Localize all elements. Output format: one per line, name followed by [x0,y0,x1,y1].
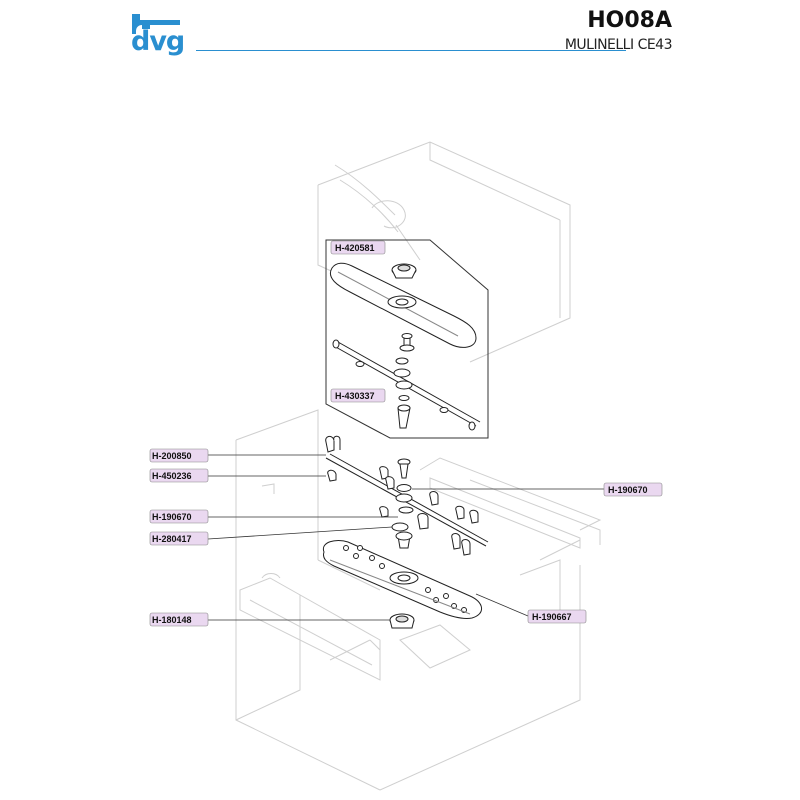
upper-group-frame [325,239,489,439]
header: dvg HO08A MULINELLI CE43 [0,0,800,70]
document-code: HO08A [587,8,672,33]
leader-lines [207,454,604,621]
part-label-h-280417: H-280417 [152,534,192,544]
part-label-h-190670-right: H-190670 [608,485,648,495]
part-label-h-190670-left: H-190670 [152,512,192,522]
upper-spray-arm [330,262,477,348]
label-boxes [149,240,663,627]
lower-spray-arm [322,539,482,619]
appliance-outline [235,141,602,791]
part-label-h-450236: H-450236 [152,471,192,481]
part-label-h-430337: H-430337 [335,391,375,401]
part-label-h-200850: H-200850 [152,451,192,461]
faucet-logo-icon [132,14,180,34]
lower-rotor-assembly [325,435,489,556]
document-title: MULINELLI CE43 [564,37,673,53]
lower-nut [389,613,415,629]
brand-name: dvg [131,26,185,57]
header-rule [196,50,626,51]
part-label-h-420581: H-420581 [335,243,375,253]
part-label-h-180148: H-180148 [152,615,192,625]
part-label-h-190667: H-190667 [532,612,572,622]
upper-rotor-assembly [332,333,481,431]
